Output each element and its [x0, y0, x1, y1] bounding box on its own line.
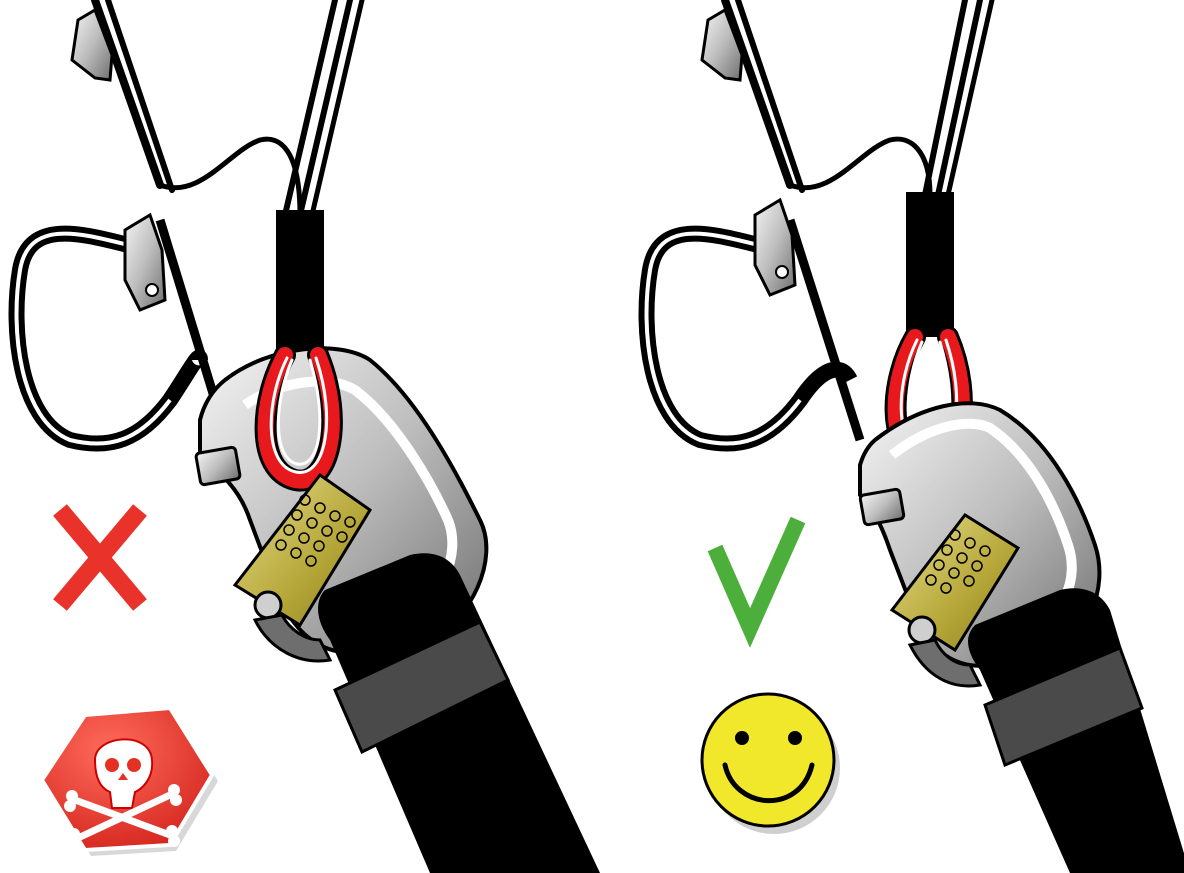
strap-band-left — [333, 620, 510, 755]
carabiner-nose-right — [858, 487, 906, 527]
gate-left — [252, 613, 333, 663]
skull-crossbones-warning-icon — [39, 705, 218, 856]
verdict-check-icon — [707, 516, 806, 648]
brake-pulley-right — [753, 197, 797, 297]
gate-plate-left — [232, 472, 373, 628]
riser-sleeve-left — [276, 210, 324, 355]
brake-pulley-left — [123, 212, 167, 312]
brake-loop-right — [638, 225, 858, 452]
riser-lines-left — [91, 0, 365, 218]
top-pulley-left — [70, 7, 114, 82]
smiley-face-icon — [700, 692, 840, 834]
panel-wrong — [8, 0, 600, 873]
panel-right — [638, 0, 1184, 873]
gate-right — [907, 638, 983, 688]
riser-sleeve-right — [906, 192, 954, 337]
carabiner-nose-left — [194, 445, 242, 487]
main-strap-left — [318, 553, 600, 873]
verdict-x-icon — [53, 504, 147, 611]
gate-plate-right — [889, 513, 1021, 653]
strap-band-right — [983, 646, 1144, 768]
top-pulley-right — [700, 7, 744, 82]
line-loop-left — [254, 344, 343, 492]
riser-lines-right — [721, 0, 995, 198]
